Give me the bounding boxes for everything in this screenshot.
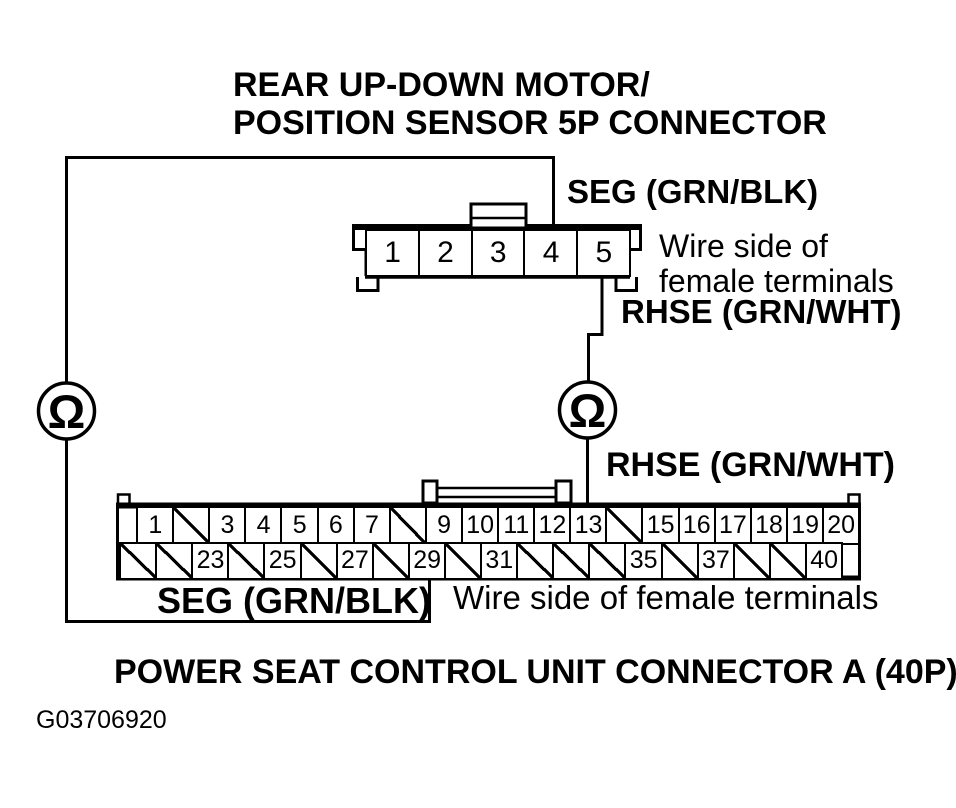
40p-bottom-pin-29: 29: [407, 542, 447, 580]
ohmmeter-left-symbol: Ω: [48, 385, 86, 438]
diagram-title-line1: REAR UP-DOWN MOTOR/: [233, 66, 650, 104]
40p-bottom-cavity-8: [371, 542, 411, 580]
label-rhse-5p: RHSE (GRN/WHT): [621, 293, 902, 330]
40p-top-pin-6: 6: [316, 506, 356, 545]
40p-top-pin-19: 19: [785, 506, 825, 545]
40p-top-pin-20: 20: [821, 506, 861, 545]
connector-40p-latch-left-post: [421, 479, 439, 505]
40p-top-pin-13: 13: [569, 506, 608, 545]
40p-bottom-cavity-2: [155, 542, 194, 580]
40p-bottom-cavity-12: [516, 542, 555, 580]
40p-bottom-pin-37: 37: [696, 542, 736, 580]
wire-seg-bottom: [65, 439, 431, 623]
label-seg-40p: SEG (GRN/BLK): [157, 580, 431, 621]
connector-40p-right-corner-tab: [847, 493, 861, 504]
label-seg-5p: SEG (GRN/BLK): [567, 173, 819, 210]
5p-pin-4: 4: [523, 229, 579, 277]
40p-bottom-cavity-10: [443, 542, 483, 580]
40p-bottom-cavity-4: [227, 542, 266, 580]
connector-40p-latch-right-post: [554, 479, 573, 505]
wire-seg-top: [65, 156, 555, 383]
label-wire-side-40p: Wire side of female terminals: [453, 579, 879, 616]
40p-bottom-cavity-13: [552, 542, 591, 580]
wire-rhse-top: [587, 277, 604, 383]
40p-top-pin-4: 4: [244, 506, 283, 545]
40p-bottom-pin-31: 31: [480, 542, 519, 580]
40p-bottom-cavity-1: [119, 542, 158, 580]
ohmmeter-right-icon: [557, 380, 618, 440]
40p-top-pin-17: 17: [713, 506, 753, 545]
40p-bottom-pin-25: 25: [263, 542, 302, 580]
40p-top-cavity-2: [172, 506, 211, 545]
connector-5p-left-foot: [356, 277, 380, 292]
40p-top-pin-15: 15: [641, 506, 680, 545]
label-wire-side-5p-line2: female terminals: [659, 263, 894, 299]
40p-bottom-pin-23: 23: [191, 542, 230, 580]
40p-bottom-pin-27: 27: [335, 542, 375, 580]
40p-top-pin-1: 1: [136, 506, 175, 545]
40p-bottom-cavity-18: [732, 542, 772, 580]
40p-top-pin-12: 12: [533, 506, 572, 545]
connector-5p-right-foot: [614, 277, 638, 292]
40p-top-cavity-14: [605, 506, 644, 545]
40p-top-pin-10: 10: [460, 506, 500, 545]
40p-top-pin-16: 16: [677, 506, 717, 545]
connector-40p-latch-bridge: [437, 486, 556, 499]
label-wire-side-5p-line1: Wire side of: [659, 228, 828, 264]
label-rhse-40p: RHSE (GRN/WHT): [606, 446, 895, 484]
figure-id: G03706920: [36, 706, 167, 734]
connector-5p-key-tab: [469, 202, 528, 230]
40p-bottom-pin-40: 40: [804, 542, 844, 580]
5p-pin-2: 2: [417, 229, 474, 277]
ohmmeter-left-icon: [36, 381, 97, 441]
40p-top-pin-7: 7: [352, 506, 392, 545]
diagram-title-line2: POSITION SENSOR 5P CONNECTOR: [233, 104, 827, 142]
5p-pin-5: 5: [576, 229, 632, 277]
40p-top-pin-9: 9: [424, 506, 464, 545]
label-connector-40p-name: POWER SEAT CONTROL UNIT CONNECTOR A (40P…: [114, 653, 956, 691]
40p-bottom-pin-35: 35: [624, 542, 663, 580]
40p-top-pin-5: 5: [280, 506, 319, 545]
40p-top-cavity-8: [388, 506, 428, 545]
40p-top-pin-3: 3: [208, 506, 247, 545]
40p-bottom-cavity-19: [768, 542, 808, 580]
40p-top-pin-11: 11: [497, 506, 536, 545]
40p-bottom-cavity-14: [588, 542, 627, 580]
40p-bottom-cavity-6: [299, 542, 339, 580]
40p-bottom-cavity-16: [660, 542, 700, 580]
40p-top-pin-18: 18: [749, 506, 789, 545]
5p-pin-3: 3: [470, 229, 526, 277]
ohmmeter-right-symbol: Ω: [569, 384, 607, 437]
connector-40p-left-corner-tab: [116, 493, 131, 504]
5p-pin-1: 1: [365, 229, 421, 277]
